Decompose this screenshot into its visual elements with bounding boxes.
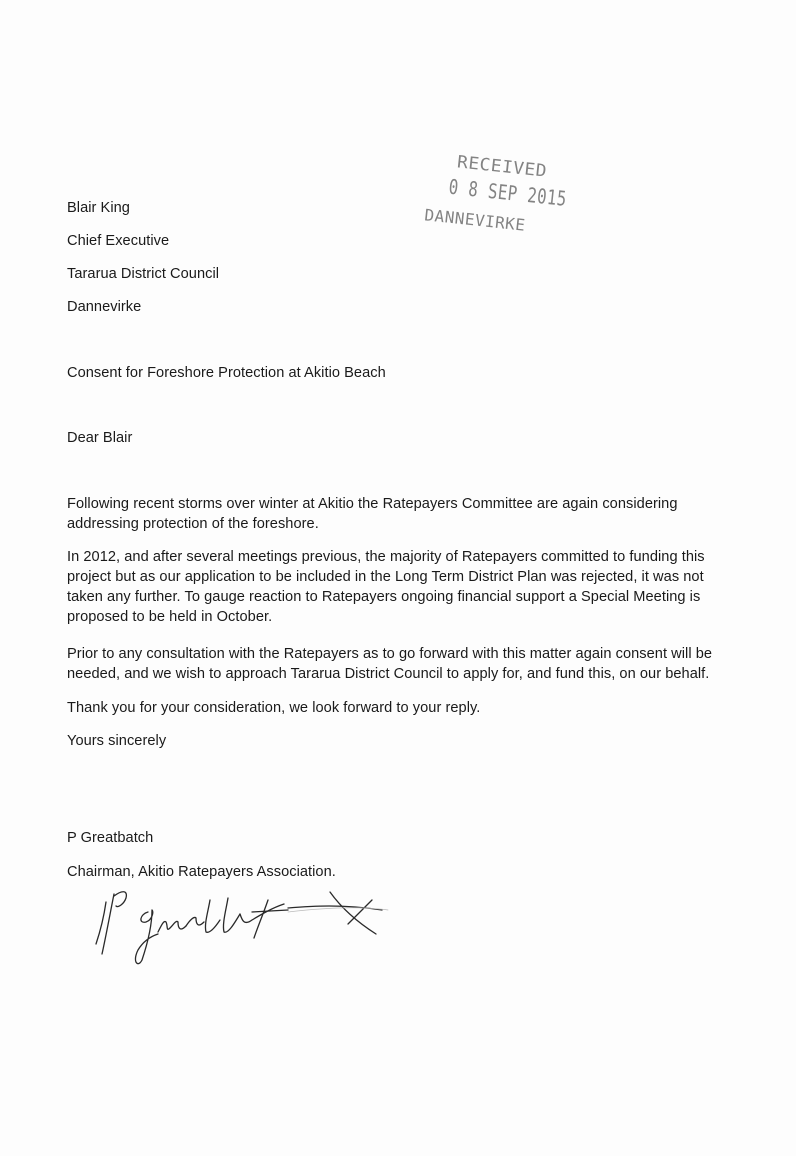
- recipient-name: Blair King: [67, 200, 130, 216]
- stamp-place-text: DANNEVIRKE: [423, 205, 527, 235]
- body-paragraph-4: Thank you for your consideration, we loo…: [67, 700, 481, 716]
- recipient-organisation: Tararua District Council: [67, 266, 220, 282]
- received-stamp: RECEIVED 0 8 SEP 2015 DANNEVIRKE: [415, 143, 568, 267]
- letter-salutation: Dear Blair: [67, 430, 133, 446]
- letter-closing: Yours sincerely: [67, 733, 167, 749]
- sender-role: Chairman, Akitio Ratepayers Association.: [67, 864, 336, 880]
- body-paragraph-3: Prior to any consultation with the Ratep…: [67, 646, 713, 682]
- handwritten-signature-icon: [92, 880, 392, 970]
- letter-subject: Consent for Foreshore Protection at Akit…: [67, 365, 386, 381]
- body-paragraph-1: Following recent storms over winter at A…: [67, 496, 678, 532]
- stamp-date-text: 0 8 SEP 2015: [447, 175, 568, 212]
- recipient-town: Dannevirke: [67, 299, 142, 315]
- body-paragraph-2: In 2012, and after several meetings prev…: [67, 549, 705, 625]
- sender-name: P Greatbatch: [67, 830, 154, 846]
- recipient-title: Chief Executive: [67, 233, 170, 249]
